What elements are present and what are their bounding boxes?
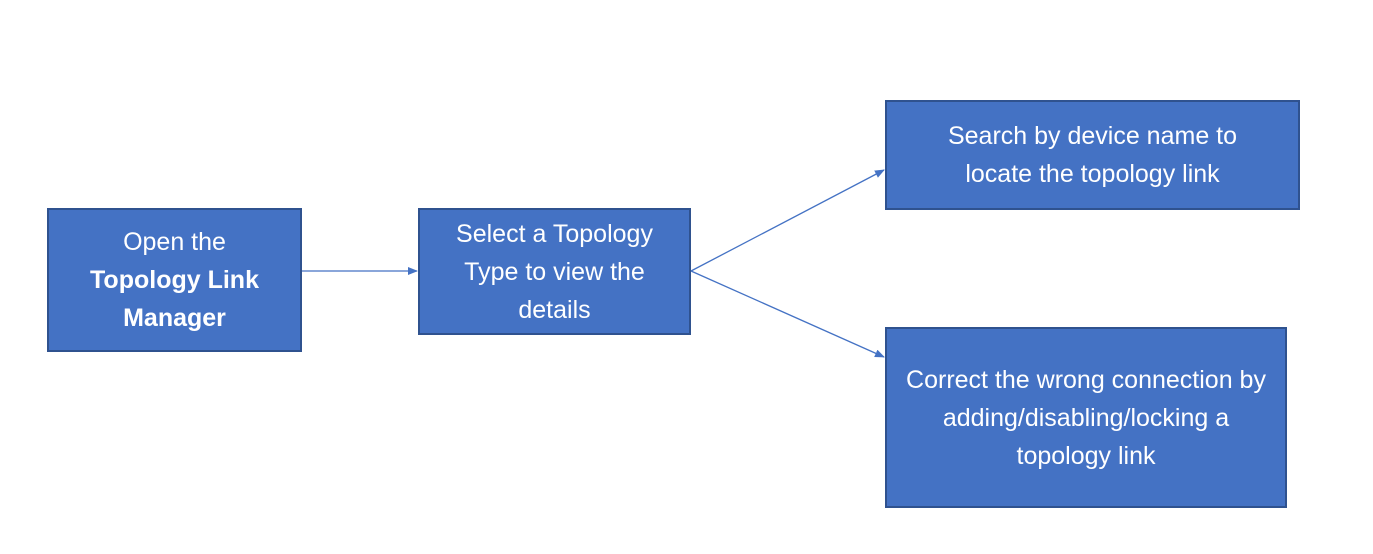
step-open-label: Open the [123,228,226,256]
arrow-select-to-correct [690,270,885,358]
step-select-topology-type: Select a Topology Type to view the detai… [418,208,691,335]
step-open-bold-label: Topology Link Manager [90,266,259,332]
step-search-label: Search by device name to locate the topo… [947,122,1238,188]
arrow-select-to-search [690,169,885,272]
step-select-label: Select a Topology Type to view the detai… [456,219,653,324]
step-search-device: Search by device name to locate the topo… [885,100,1300,210]
step-correct-label: Correct the wrong connection by adding/d… [906,365,1266,470]
step-open-manager: Open the Topology Link Manager [47,208,302,352]
step-correct-connection: Correct the wrong connection by adding/d… [885,327,1287,508]
